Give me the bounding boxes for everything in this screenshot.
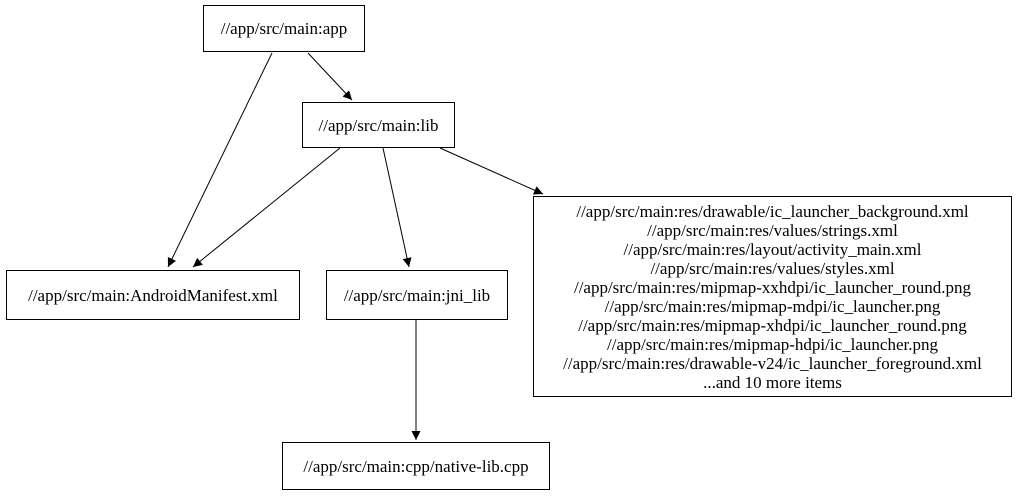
- res-file-label: //app/src/main:res/layout/activity_main.…: [623, 239, 922, 259]
- node-jni-lib: //app/src/main:jni_lib: [326, 270, 508, 320]
- edge-app-to-manifest: [167, 52, 273, 268]
- res-file-label: //app/src/main:res/drawable-v24/ic_launc…: [563, 353, 982, 373]
- node-app-label: //app/src/main:app: [220, 19, 348, 38]
- node-native-cpp: //app/src/main:cpp/native-lib.cpp: [282, 442, 550, 490]
- edge-app-to-lib: [307, 52, 353, 101]
- edge-lib-to-manifest: [192, 147, 341, 268]
- node-native-cpp-label: //app/src/main:cpp/native-lib.cpp: [303, 456, 529, 476]
- edge-lib-to-jni-lib: [382, 147, 412, 268]
- res-file-label: //app/src/main:res/values/styles.xml: [650, 258, 895, 278]
- node-android-manifest-label: //app/src/main:AndroidManifest.xml: [28, 285, 278, 305]
- node-lib-label: //app/src/main:lib: [318, 115, 439, 135]
- res-file-label: //app/src/main:res/mipmap-mdpi/ic_launch…: [604, 296, 941, 316]
- res-file-label: //app/src/main:res/values/strings.xml: [647, 220, 898, 240]
- res-file-label: //app/src/main:res/mipmap-xxhdpi/ic_laun…: [573, 277, 972, 297]
- node-android-manifest: //app/src/main:AndroidManifest.xml: [6, 270, 300, 320]
- node-app: //app/src/main:app: [203, 5, 365, 52]
- res-file-label: //app/src/main:res/mipmap-xhdpi/ic_launc…: [578, 315, 967, 335]
- node-jni-lib-label: //app/src/main:jni_lib: [343, 285, 491, 305]
- node-lib: //app/src/main:lib: [302, 102, 455, 148]
- edge-lib-to-res-group: [439, 147, 544, 195]
- node-res-group: //app/src/main:res/drawable/ic_launcher_…: [533, 196, 1012, 397]
- res-file-label: //app/src/main:res/drawable/ic_launcher_…: [576, 201, 969, 221]
- res-file-label: //app/src/main:res/mipmap-hdpi/ic_launch…: [607, 334, 938, 354]
- res-group-more-items-label: ...and 10 more items: [703, 372, 842, 392]
